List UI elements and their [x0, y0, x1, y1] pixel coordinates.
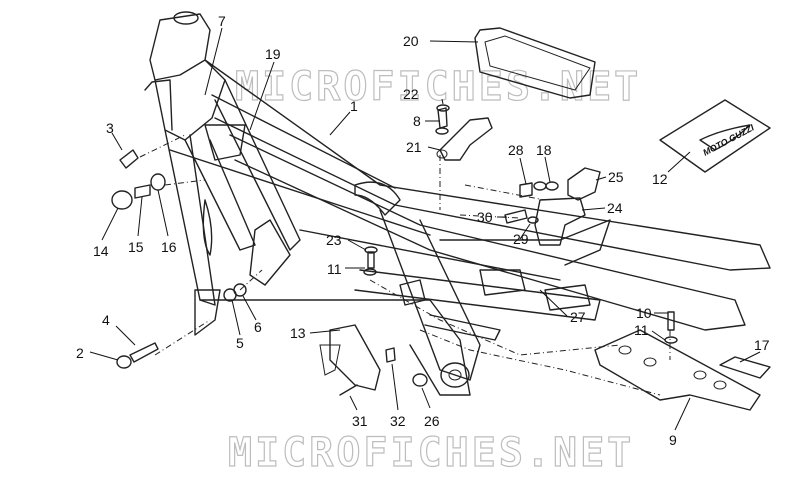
- part-nut-26: [412, 373, 428, 387]
- part-washer-16: [150, 173, 166, 191]
- callout-16: 16: [161, 239, 177, 255]
- callout-5: 5: [236, 335, 244, 351]
- decal-logo-text: MOTO GUZZI: [701, 122, 756, 158]
- callout-30: 30: [477, 209, 493, 225]
- part-nut-32: [385, 347, 396, 363]
- callout-3: 3: [106, 120, 114, 136]
- callout-13: 13: [290, 325, 306, 341]
- part-bolts-29-30: [504, 209, 539, 224]
- callout-17: 17: [754, 337, 770, 353]
- callout-29: 29: [513, 231, 529, 247]
- callout-12: 12: [652, 171, 668, 187]
- part-spacers-5-6: [223, 283, 247, 302]
- part-skid-plate-9: [594, 329, 761, 411]
- callout-8: 8: [413, 113, 421, 129]
- callout-32: 32: [390, 413, 406, 429]
- callout-4: 4: [102, 312, 110, 328]
- leader-lines: [89, 27, 761, 431]
- callout-23: 23: [326, 232, 342, 248]
- watermark-top: MICROFICHES.NET: [235, 64, 641, 110]
- callout-11-left: 11: [327, 261, 342, 277]
- part-bolt-15: [134, 184, 151, 199]
- callout-15: 15: [128, 239, 144, 255]
- callout-24: 24: [607, 200, 623, 216]
- callout-25: 25: [608, 169, 624, 185]
- callout-19: 19: [265, 46, 281, 62]
- frame-main: [144, 11, 771, 396]
- callout-9: 9: [669, 432, 677, 448]
- callout-28: 28: [508, 142, 524, 158]
- part-bracket-21: [435, 104, 493, 161]
- callout-11-right: 11: [634, 322, 649, 338]
- part-screw-10: [664, 311, 678, 344]
- callout-7: 7: [218, 13, 226, 29]
- assembly-lines: [139, 134, 671, 396]
- callout-27: 27: [570, 309, 586, 325]
- part-plate-13: [319, 324, 381, 391]
- callout-21: 21: [406, 139, 422, 155]
- part-tray: [474, 27, 596, 99]
- callout-20: 20: [403, 33, 419, 49]
- watermark-bottom: MICROFICHES.NET: [228, 430, 634, 476]
- callout-1: 1: [350, 98, 358, 114]
- callout-26: 26: [424, 413, 440, 429]
- part-decal: MOTO GUZZI: [659, 99, 771, 173]
- callout-10: 10: [636, 305, 652, 321]
- callout-labels: 1 2 3 4 5 6 7 8 9 10 11 11 12 13 14 15 1…: [76, 13, 770, 448]
- callout-6: 6: [254, 319, 262, 335]
- part-bolt-4: [116, 342, 159, 369]
- callout-2: 2: [76, 345, 84, 361]
- callout-31: 31: [352, 413, 368, 429]
- part-bolt-31: [339, 384, 358, 396]
- part-bracket-24: [519, 167, 601, 246]
- part-pad-17: [719, 356, 771, 379]
- callout-22: 22: [403, 86, 419, 102]
- callout-18: 18: [536, 142, 552, 158]
- callout-14: 14: [93, 243, 109, 259]
- part-cap-14: [111, 190, 133, 210]
- part-bolt-3: [119, 149, 139, 169]
